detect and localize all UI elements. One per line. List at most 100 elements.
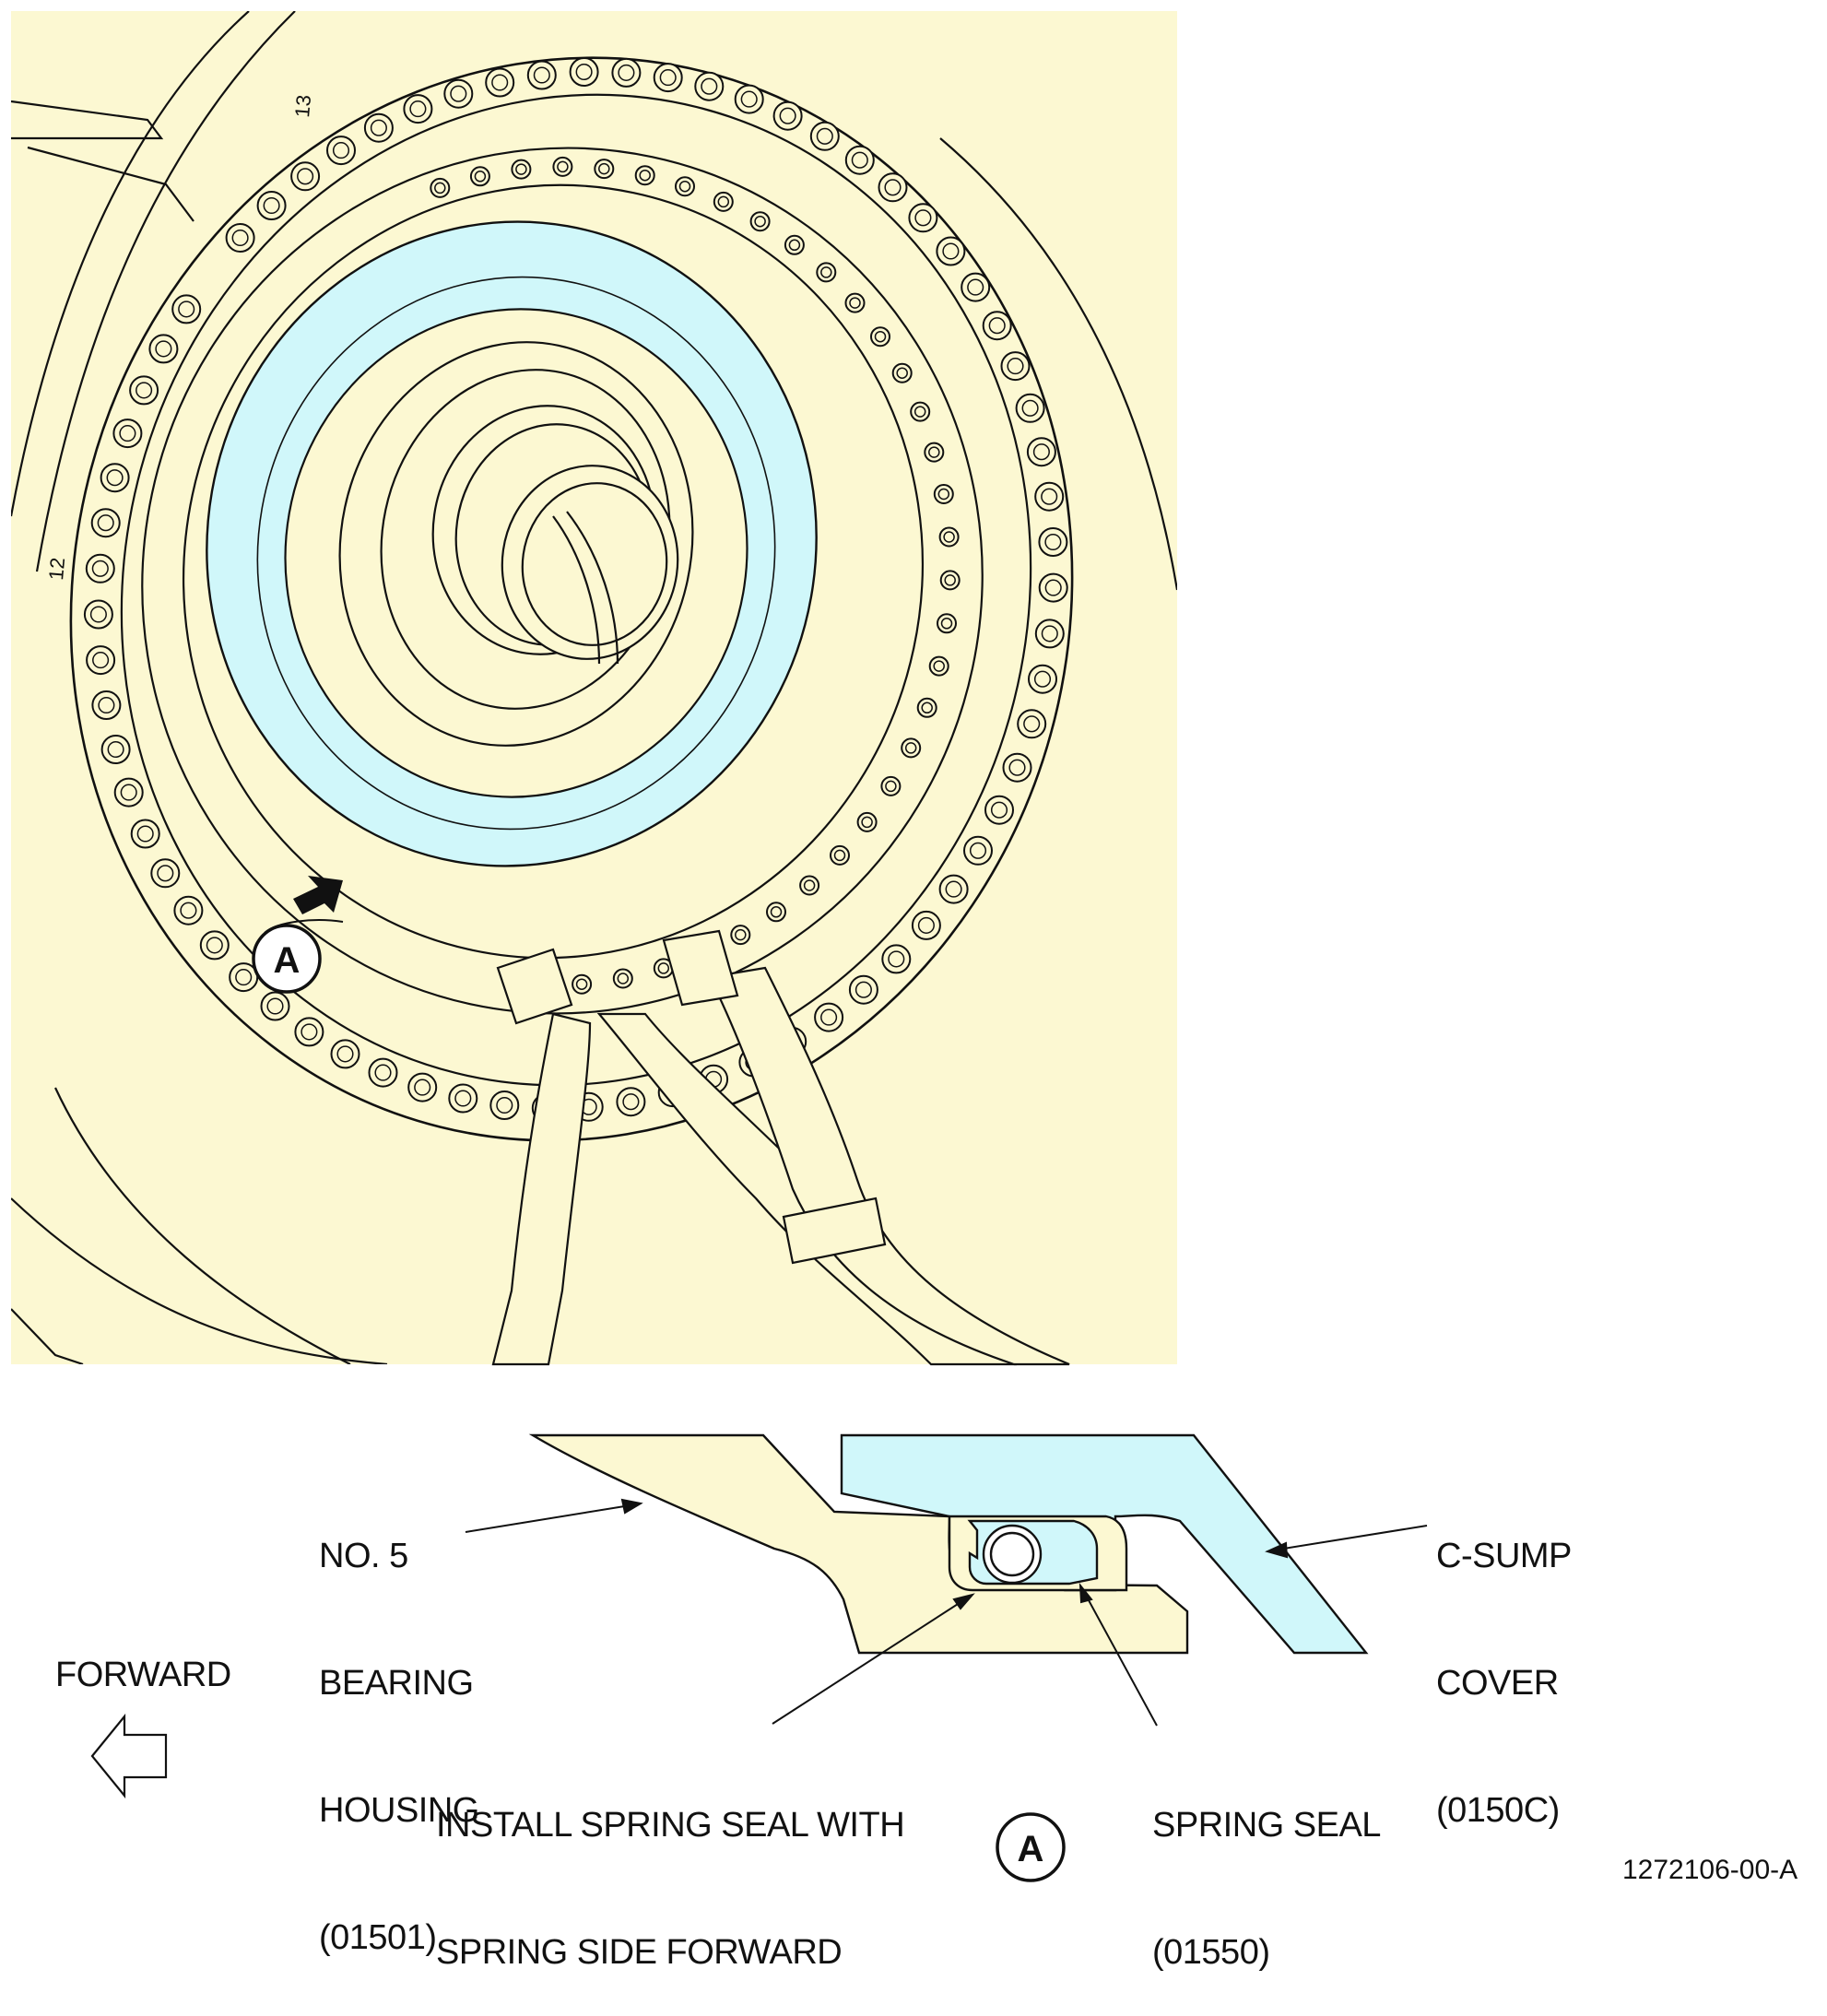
main-view: A 13 12 <box>11 11 1177 1366</box>
mid-flange-slots <box>430 156 961 996</box>
bolt-head <box>939 570 961 591</box>
bolt-head <box>552 156 573 177</box>
bolt-head <box>112 419 143 449</box>
bolt-nut <box>820 266 832 278</box>
bolt-nut <box>1044 579 1062 596</box>
bolt-nut <box>136 382 153 399</box>
bolt-nut <box>491 74 509 91</box>
bolt-nut <box>618 64 635 81</box>
bolt-nut <box>575 63 593 81</box>
bolt-head <box>784 234 805 255</box>
label-forward: FORWARD <box>55 1656 231 1694</box>
bolt-nut <box>940 618 953 630</box>
bolt-head <box>911 910 941 940</box>
bolt-nut <box>235 969 253 986</box>
bolt-head <box>1038 572 1068 603</box>
bolt-nut <box>231 229 249 247</box>
bolt-nut <box>885 780 897 793</box>
bolt-nut <box>89 606 107 623</box>
bolt-head <box>430 177 451 198</box>
bolt-nut <box>874 330 887 343</box>
bolt-head <box>938 874 969 904</box>
bolt-nut <box>1007 358 1024 375</box>
bolt-head <box>844 145 875 175</box>
bolt-head <box>1015 393 1045 423</box>
mid-flange-inner <box>183 183 924 960</box>
leader-csump-cover <box>1271 1525 1428 1551</box>
outer-flange-inner <box>120 93 1032 1087</box>
bolt-nut <box>496 1096 513 1114</box>
bolt-head <box>713 191 734 212</box>
bolt-nut <box>904 742 917 754</box>
bolt-head <box>848 974 878 1005</box>
bolt-nut <box>945 880 962 898</box>
bolt-head <box>90 508 121 538</box>
bolt-nut <box>943 531 955 543</box>
bolt-nut <box>157 865 174 882</box>
bolt-nut <box>701 77 718 95</box>
bolt-head <box>816 262 837 283</box>
bolt-head <box>878 172 908 203</box>
bolt-nut <box>816 127 833 145</box>
bolt-nut <box>91 560 109 577</box>
engine-illustration: A 13 12 A <box>11 11 1428 1882</box>
bolt-head <box>856 811 878 832</box>
bolt-nut <box>97 514 114 532</box>
bolt-nut <box>1023 715 1041 733</box>
bolt-head <box>612 968 633 989</box>
bolt-head <box>569 57 599 87</box>
bolt-nut <box>896 367 908 379</box>
bolt-nut <box>297 168 314 185</box>
bolt-head <box>891 362 913 383</box>
oil-tubes <box>491 929 1070 1366</box>
bolt-nut <box>914 406 926 418</box>
forward-arrow-icon <box>90 1713 168 1799</box>
bolt-head <box>611 57 642 88</box>
view-callout-label: A <box>274 940 301 981</box>
label-spring-seal: SPRING SEAL (01550) <box>1152 1806 1381 1972</box>
view-callout: A <box>252 924 322 994</box>
bolt-nut <box>1033 670 1052 688</box>
bolt-nut <box>735 928 747 941</box>
fitting <box>662 929 739 1007</box>
bolt-nut <box>969 842 987 859</box>
bolt-head <box>924 442 945 463</box>
bolt-nut <box>450 85 467 102</box>
bolt-head <box>83 599 113 630</box>
bolt-nut <box>575 978 588 990</box>
bolt-head <box>407 1072 438 1102</box>
bolt-head <box>526 60 557 90</box>
bolt-head <box>368 1057 398 1088</box>
bolt-nut <box>820 1008 838 1026</box>
bolt-head <box>100 463 130 493</box>
bolt-nut <box>374 1064 392 1081</box>
clamp <box>782 1197 887 1265</box>
bolt-head <box>880 775 902 796</box>
bolt-nut <box>533 66 550 84</box>
clock-mark-12: 12 <box>44 557 69 582</box>
bolt-head <box>326 136 356 166</box>
bolt-head <box>734 84 764 114</box>
bolt-head <box>91 690 122 720</box>
bolt-nut <box>944 574 956 586</box>
bolt-head <box>199 930 230 961</box>
bolt-head <box>937 613 957 634</box>
bolt-nut <box>106 469 124 487</box>
bolt-head <box>936 236 966 266</box>
bolt-nut <box>178 301 195 318</box>
bolt-nut <box>851 151 868 169</box>
bolt-head <box>616 1087 646 1117</box>
spring-seal-spring-inner <box>989 1531 1035 1577</box>
bolt-head <box>594 159 615 180</box>
label-csump-cover: C-SUMP COVER (0150C) <box>1436 1537 1572 1830</box>
bolt-nut <box>861 816 873 829</box>
bolt-nut <box>754 215 766 228</box>
bolt-head <box>694 71 725 101</box>
bolt-head <box>86 645 116 676</box>
detail-title: A <box>996 1812 1066 1882</box>
bolt-head <box>653 63 683 93</box>
bolt-nut <box>266 997 284 1015</box>
bolt-nut <box>659 69 677 87</box>
bolt-nut <box>454 1090 472 1107</box>
bolt-head <box>901 737 922 759</box>
